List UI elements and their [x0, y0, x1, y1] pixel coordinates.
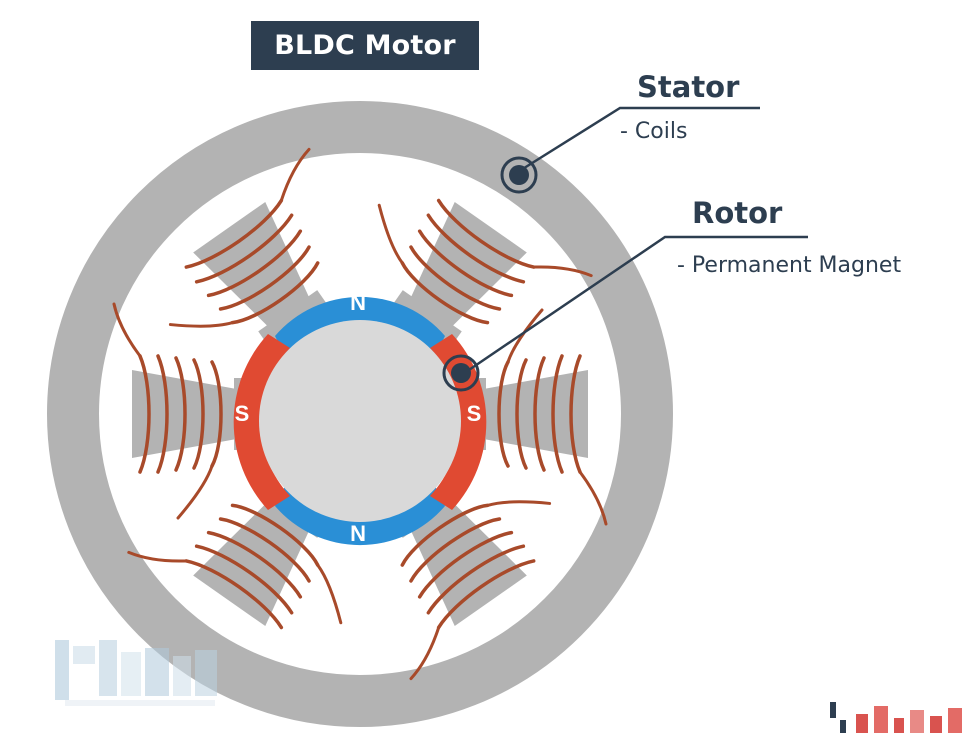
stator-marker-icon	[500, 156, 538, 194]
stator-coil-right	[466, 308, 608, 526]
pole-label-bottom: N	[350, 521, 366, 546]
stator-leader-line	[520, 106, 760, 172]
rotor-sublabel: - Permanent Magnet	[677, 253, 902, 278]
pole-label-left: S	[235, 401, 250, 426]
rotor-magnet-north-top	[275, 296, 445, 362]
rotor-core	[259, 320, 461, 522]
pole-label-right: S	[467, 401, 482, 426]
rotor-marker-icon	[442, 354, 480, 392]
diagram-title: BLDC Motor	[251, 21, 479, 70]
rotor-label: Rotor	[692, 196, 783, 230]
stator-label: Stator	[637, 70, 740, 104]
stator-coil-left	[112, 302, 254, 520]
pole-label-top: N	[350, 290, 366, 315]
rotor-magnet-south-right	[430, 334, 487, 510]
stator-sublabel: - Coils	[620, 119, 688, 144]
rotor-magnet-north-bottom	[275, 480, 445, 546]
rotor-leader-line	[462, 235, 808, 376]
stator-ring	[47, 101, 673, 727]
rotor-magnet-south-left	[233, 334, 290, 510]
footer-brand-mark-icon	[830, 702, 962, 733]
watermark-logo-icon	[55, 640, 217, 706]
